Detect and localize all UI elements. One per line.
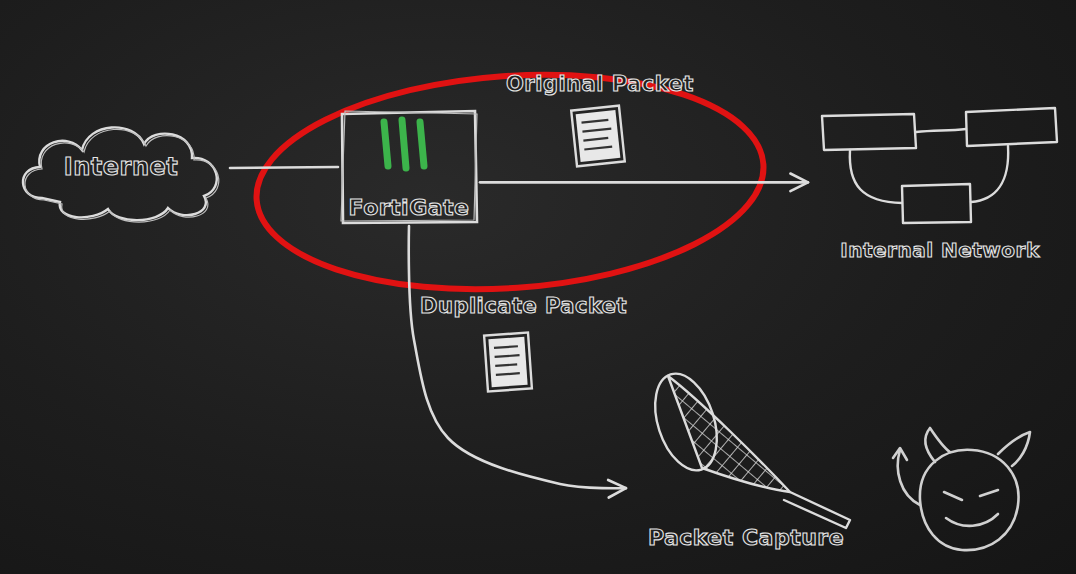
network-illustration [822,108,1057,223]
firewall-box: FortiGate [338,108,480,226]
fortinet-logo-bar [420,122,424,166]
highlight-ellipse [249,59,771,306]
network-node: Internal Network [808,100,1072,268]
network-host [902,184,971,223]
edge-label: Duplicate Packet [420,294,627,318]
mirror-arrow [409,226,626,488]
node-label: FortiGate [338,195,480,220]
packet-card [488,337,527,387]
fortinet-logo-bar [402,120,406,168]
devil-eye [944,490,998,500]
packet-scribble [494,346,521,375]
node-label: Internal Network [808,238,1072,262]
network-link [916,129,966,132]
fortinet-logo-bar [384,122,388,166]
packet-card [571,106,625,167]
flow-arrow [480,181,808,184]
devil-smile [946,514,998,526]
devil-horn [925,428,950,462]
edge-label: Original Packet [506,72,694,96]
packet-card [484,333,532,392]
packet-icon [484,333,532,392]
net-handle [784,492,850,528]
packet-scribble [582,120,614,150]
network-link [850,150,902,203]
network-host [966,108,1057,146]
packet-card [576,110,621,162]
node-label: Packet Capture [626,525,866,550]
packet-icon [571,106,625,167]
node-label: Internet [12,153,230,181]
link-line [230,167,338,168]
capture-node: Packet Capture [626,362,866,556]
cloud-node: Internet [12,112,230,224]
net-mesh [668,376,790,492]
devil-head [920,450,1019,550]
devil-face [893,428,1030,550]
devil-tail [893,448,920,505]
network-link [971,146,1008,202]
net-hoop [644,366,728,478]
capture-net [644,366,850,528]
network-host [822,114,916,150]
devil-horn [998,432,1030,466]
